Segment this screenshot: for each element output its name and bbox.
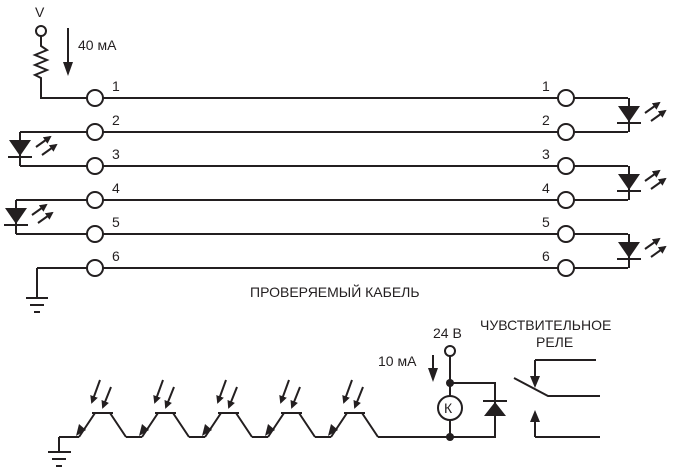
right-terminal-label: 5: [542, 214, 550, 230]
supply-voltage-24v-label: 24 В: [433, 325, 462, 341]
flyback-diode-icon: [483, 400, 507, 416]
ground-icon-top: [26, 297, 48, 313]
led-right-3-4: [617, 166, 667, 200]
right-terminal-1: [557, 89, 575, 107]
right-terminal-3: [557, 157, 575, 175]
left-terminal-2: [86, 123, 104, 141]
right-terminal-label: 2: [542, 112, 550, 128]
left-leds: [4, 132, 58, 234]
relay-contacts: [513, 359, 600, 438]
right-terminal-label: 1: [542, 78, 550, 94]
current-arrow-10ma: [428, 355, 438, 382]
relay-coil: К: [437, 395, 463, 421]
left-terminal-label: 6: [112, 248, 120, 264]
coil-wiring: [449, 356, 496, 438]
left-terminal-label: 5: [112, 214, 120, 230]
right-terminal-2: [557, 123, 575, 141]
left-terminal-3: [86, 157, 104, 175]
phototransistor-1: [76, 379, 142, 438]
right-terminal-4: [557, 191, 575, 209]
left-terminal-4: [86, 191, 104, 209]
relay-label-line2: РЕЛЕ: [536, 334, 573, 350]
junction-dot-top: [446, 379, 454, 387]
right-leds: [617, 98, 667, 268]
current-label-10ma: 10 мА: [378, 353, 417, 369]
phototransistor-3: [202, 379, 268, 438]
ground-icon-bottom: [48, 437, 71, 467]
current-label-40ma: 40 мА: [78, 37, 117, 53]
left-terminal-label: 4: [112, 180, 120, 196]
left-terminal-label: 1: [112, 78, 120, 94]
left-terminal-label: 2: [112, 112, 120, 128]
phototransistor-2: [139, 379, 205, 438]
phototransistor-chain: [59, 379, 450, 438]
left-terminal-1: [86, 89, 104, 107]
led-right-5-6: [617, 234, 667, 268]
right-terminal-6: [557, 259, 575, 277]
led-left-4-5: [4, 200, 54, 234]
supply-terminal-v: V: [35, 4, 47, 37]
right-terminal-label: 3: [542, 146, 550, 162]
left-terminal-6: [86, 259, 104, 277]
led-right-1-2: [617, 98, 667, 132]
relay-label-line1: ЧУВСТВИТЕЛЬНОЕ: [480, 317, 611, 333]
coil-label: К: [444, 400, 453, 416]
left-terminal-5: [86, 225, 104, 243]
junction-dot-bottom: [446, 433, 454, 441]
resistor: [32, 36, 88, 99]
current-arrow-40ma: [63, 28, 73, 76]
phototransistor-5: [328, 379, 450, 438]
left-terminal-label: 3: [112, 146, 120, 162]
right-terminal-5: [557, 225, 575, 243]
right-terminal-label: 4: [542, 180, 550, 196]
cable-label: ПРОВЕРЯЕМЫЙ КАБЕЛЬ: [250, 283, 420, 300]
led-left-2-3: [8, 132, 58, 166]
right-terminal-label: 6: [542, 248, 550, 264]
phototransistor-4: [265, 379, 331, 438]
supply-voltage-label: V: [35, 4, 45, 20]
supply-terminal-24v: [444, 345, 456, 357]
